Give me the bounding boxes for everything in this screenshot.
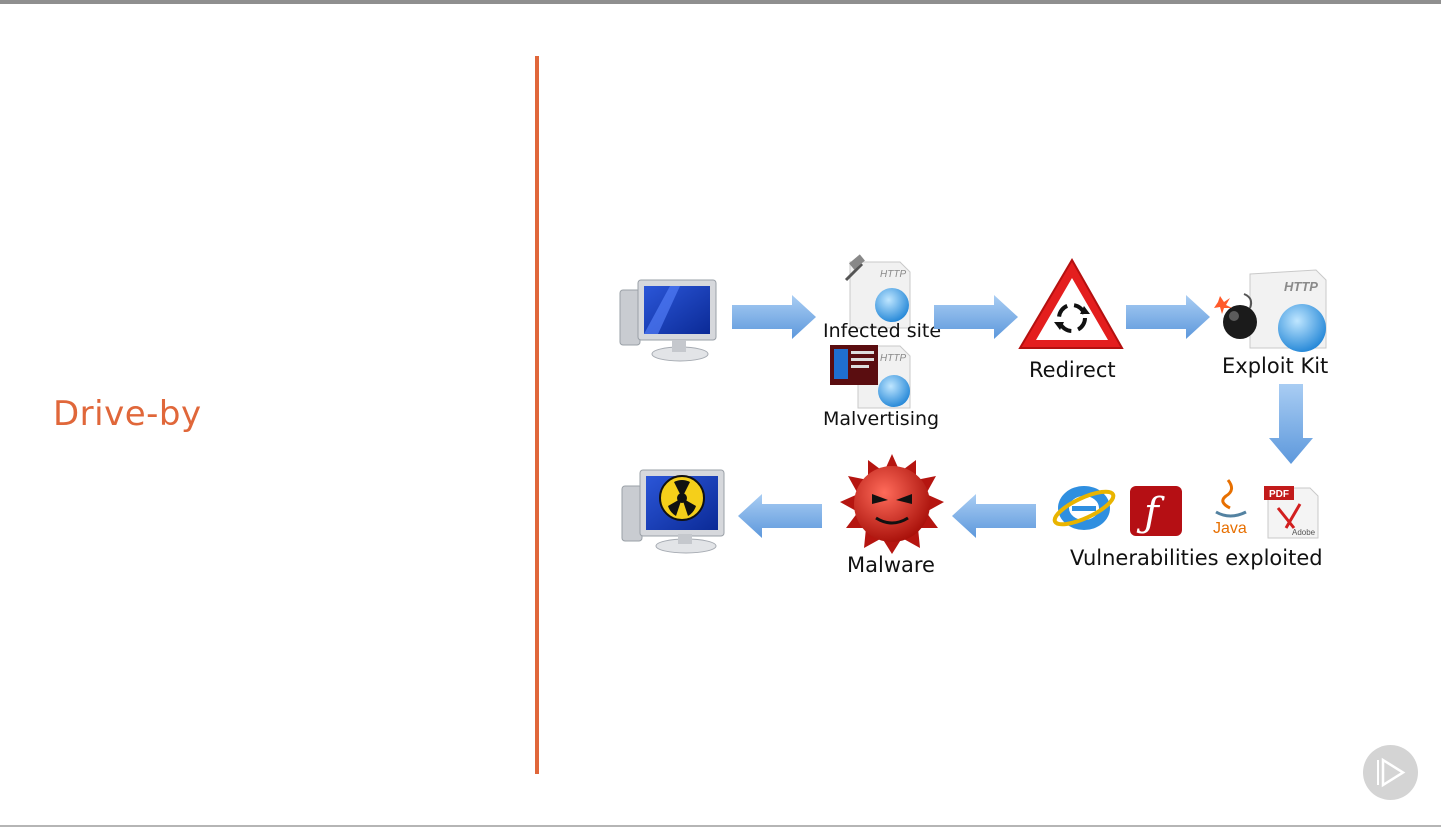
svg-text:PDF: PDF [1269,489,1289,500]
svg-text:HTTP: HTTP [880,353,906,364]
redirect-sign-icon [1018,258,1124,349]
flow-arrow-3 [1126,295,1210,339]
flow-arrow-left-2 [738,494,822,538]
svg-text:Java: Java [1213,520,1247,537]
infected-computer-icon [621,469,725,554]
computer-icon [619,279,717,362]
malvertising-icon: HTTP [830,345,911,409]
java-icon: Java [1213,479,1247,537]
exploit-kit-label: Exploit Kit [1222,354,1328,378]
flow-arrow-down [1269,384,1313,464]
drive-by-diagram: HTTP Infected site HTTP Malvertising Red… [619,254,1328,577]
exploit-kit-icon: HTTP [1214,269,1327,352]
vulnerabilities-label: Vulnerabilities exploited [1070,546,1323,570]
flow-arrow-left-1 [952,494,1036,538]
svg-text:Adobe: Adobe [1292,528,1316,537]
redirect-label: Redirect [1029,358,1116,382]
flow-arrow-1 [732,295,816,339]
slide-title: Drive-by [53,394,202,434]
play-button[interactable] [1363,745,1418,800]
svg-text:HTTP: HTTP [1284,279,1318,294]
malware-virus-icon [840,454,944,554]
ie-icon [1052,486,1116,530]
infected-site-label: Infected site [823,320,941,342]
play-icon [1377,757,1406,788]
divider-line [535,56,539,774]
svg-text:HTTP: HTTP [880,269,906,280]
malware-label: Malware [847,553,935,577]
pdf-icon: PDF Adobe [1264,486,1319,539]
flow-arrow-2 [934,295,1018,339]
malvertising-label: Malvertising [823,408,939,430]
infected-site-icon: HTTP [844,254,911,329]
top-border [0,0,1441,4]
bottom-border [0,825,1441,827]
flash-icon: ƒ [1130,486,1182,536]
